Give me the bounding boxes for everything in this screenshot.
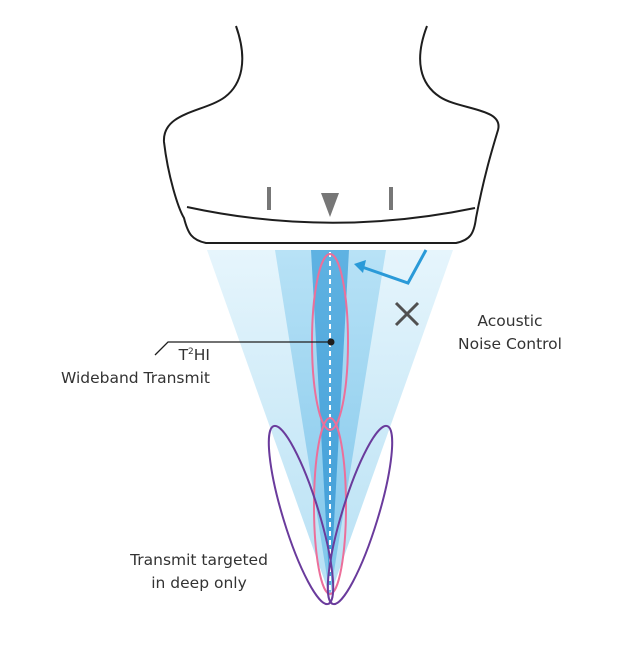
t2hi-title: T2HI [30, 344, 210, 367]
t2hi-label: T2HI Wideband Transmit [30, 344, 210, 390]
acoustic-noise-control-label: Acoustic Noise Control [440, 310, 580, 356]
probe-lens-line [186, 206, 476, 224]
noise-reflection-arrow [361, 249, 428, 285]
acoustic-line1: Acoustic [477, 312, 543, 330]
t2hi-superscript: 2 [188, 346, 194, 357]
right-marker [389, 187, 393, 210]
lower-pink-ellipse [313, 417, 347, 595]
deep-transmit-label: Transmit targeted in deep only [108, 549, 290, 595]
probe-outline [162, 25, 500, 244]
t2hi-suffix: HI [193, 346, 210, 364]
deep-line1: Transmit targeted [130, 551, 268, 569]
noise-arrowhead [354, 260, 366, 273]
t2hi-pointer-dot [327, 338, 335, 346]
acoustic-line2: Noise Control [458, 335, 562, 353]
left-purple-lobe [267, 424, 335, 606]
cross-icon [394, 301, 420, 327]
right-purple-lobe [326, 424, 394, 606]
t2hi-subtitle: Wideband Transmit [60, 369, 210, 387]
deep-line2: in deep only [151, 574, 247, 592]
t2hi-pointer-line [154, 341, 330, 356]
left-marker [267, 187, 271, 210]
t2hi-prefix: T [178, 346, 189, 364]
center-arrow-marker [321, 193, 339, 217]
